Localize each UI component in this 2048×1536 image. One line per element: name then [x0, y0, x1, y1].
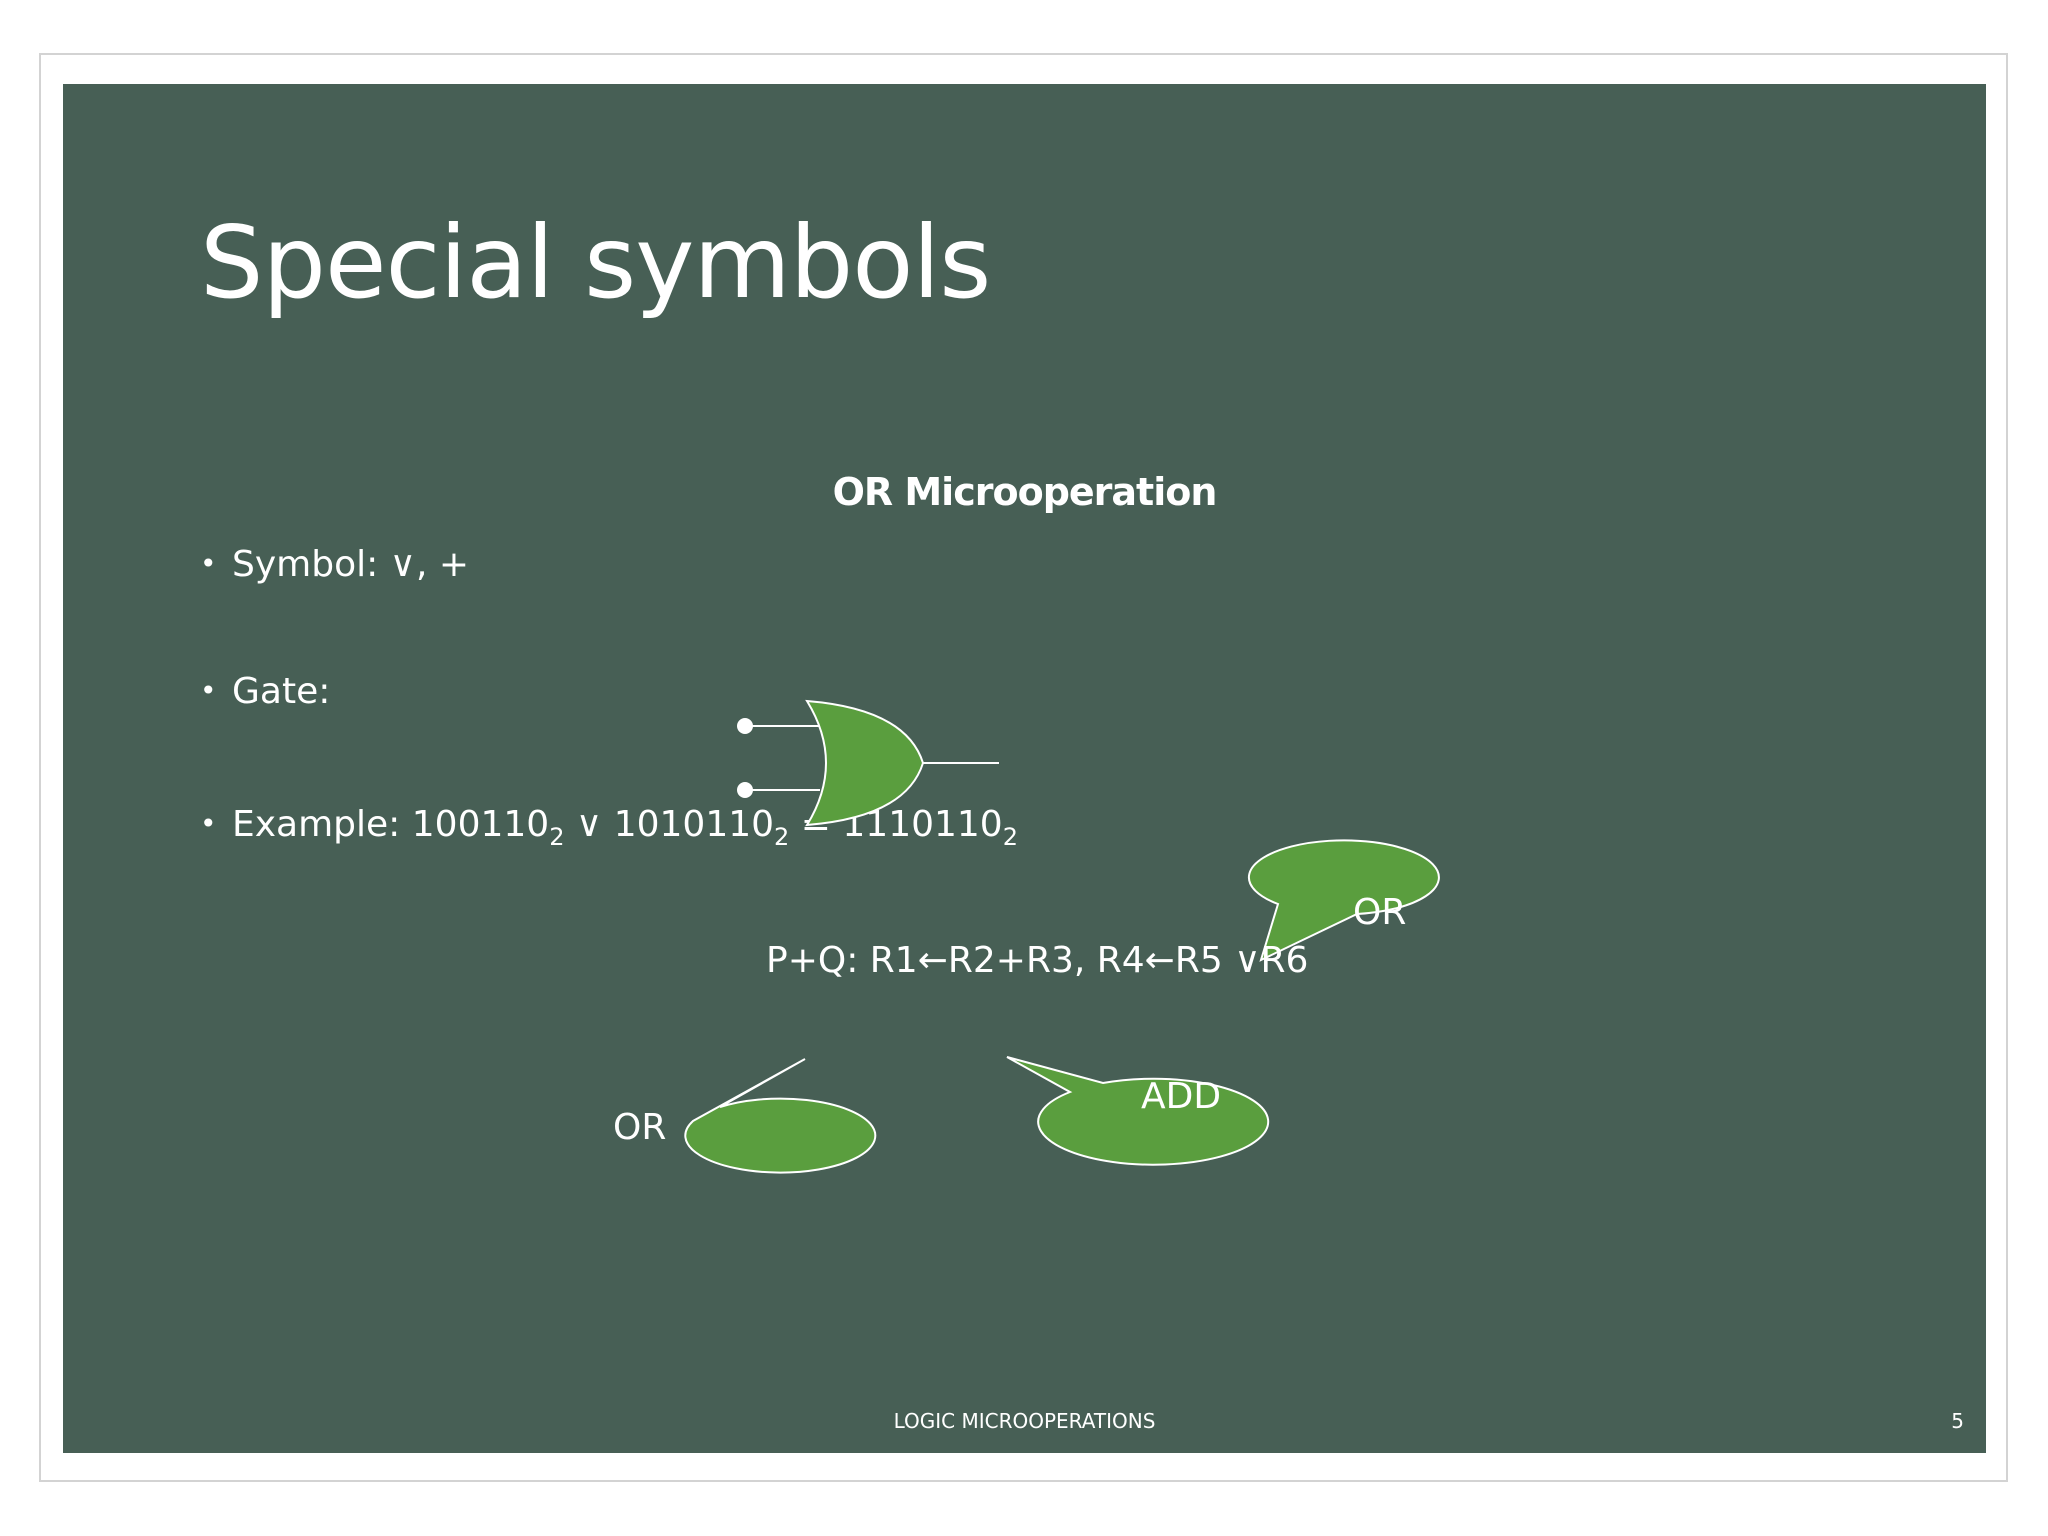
callout-or-left-label: OR: [613, 1107, 667, 1148]
bullet-dot-icon: •: [200, 547, 217, 580]
slide-footer: LOGIC MICROOPERATIONS: [893, 1409, 1156, 1433]
callout-or-right: [1247, 839, 1440, 962]
callout-or-right-label: OR: [1353, 892, 1407, 933]
page-number: 5: [1951, 1409, 1964, 1433]
bullet-dot-icon: •: [200, 807, 217, 840]
bullet-symbol-text: Symbol: ∨, +: [232, 544, 470, 585]
example-subscript-1: 2: [549, 823, 565, 851]
bullet-example: •Example: 1001102 ∨ 10101102 = 11101102: [200, 804, 1018, 851]
diagram-layer: [684, 699, 1440, 1174]
example-part-2: ∨ 1010110: [564, 804, 775, 845]
callout-add-label: ADD: [1141, 1076, 1222, 1117]
callout-or-left: [684, 1058, 877, 1174]
bullet-symbol: • Symbol: ∨, +: [200, 544, 469, 585]
example-part-1: Example: 100110: [232, 804, 550, 845]
slide-subtitle: OR Microoperation: [832, 470, 1218, 514]
callout-add: [1006, 1056, 1270, 1166]
example-subscript-3: 2: [1002, 823, 1018, 851]
slide: Special symbols OR Microoperation • Symbo…: [63, 84, 1986, 1453]
slide-title: Special symbols: [200, 204, 991, 321]
bullet-gate-text: Gate:: [232, 671, 331, 712]
example-subscript-2: 2: [774, 823, 790, 851]
bullet-dot-icon: •: [200, 674, 217, 707]
equation-text: P+Q: R1←R2+R3, R4←R5 ∨R6: [766, 940, 1309, 981]
bullet-gate: • Gate:: [200, 671, 330, 712]
or-gate-icon: [737, 699, 999, 827]
